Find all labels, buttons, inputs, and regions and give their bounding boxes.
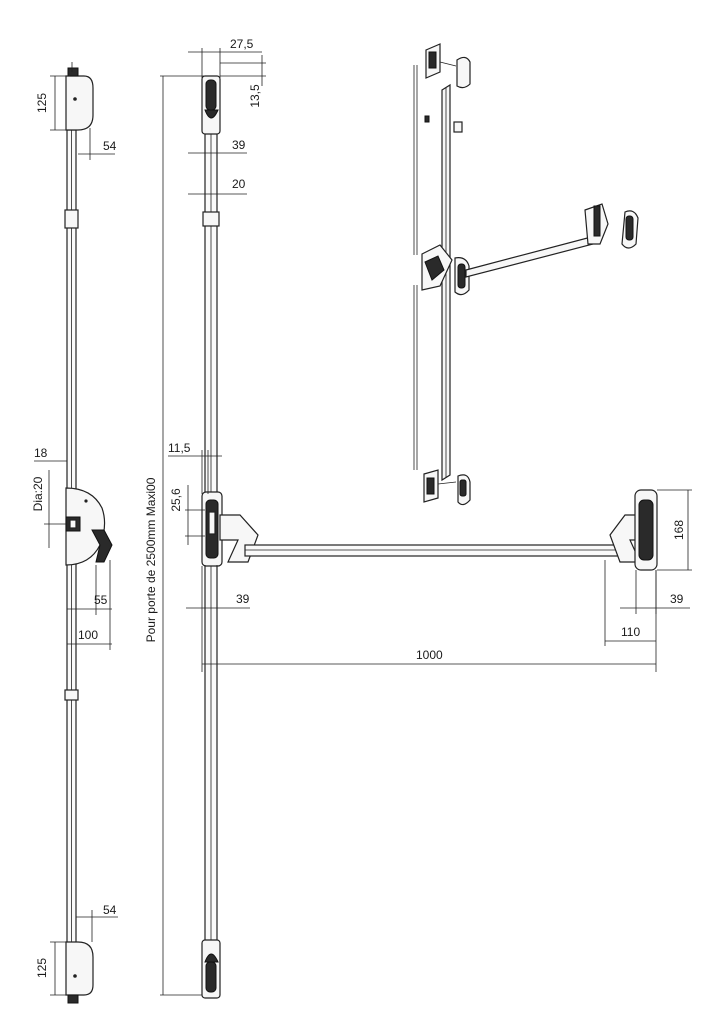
dim-center-width: 18 <box>34 446 48 460</box>
dim-side-rod-offset: 39 <box>232 138 246 152</box>
dim-center-dia: Dia:20 <box>31 476 45 511</box>
front-view: 125 54 18 Dia:20 55 100 54 125 <box>31 62 118 1004</box>
door-height-note: Pour porte de 2500mm Maxi00 <box>144 477 158 642</box>
front-top-lock <box>65 62 94 131</box>
dim-side-center-height: 25,6 <box>169 488 183 512</box>
dim-right-case-offset: 39 <box>670 592 684 606</box>
dim-rod-offset-top: 54 <box>103 139 117 153</box>
dim-handle-offset: 55 <box>94 593 108 607</box>
dim-bar-length: 1000 <box>416 648 443 662</box>
dim-center-to-rod: 100 <box>78 628 98 642</box>
dim-right-case-height: 168 <box>672 520 686 540</box>
front-bottom-lock <box>65 941 94 1004</box>
front-center-lock <box>65 487 113 566</box>
side-center-lock <box>201 491 223 567</box>
dim-rod-offset-bottom: 54 <box>103 903 117 917</box>
dim-side-rod-width: 20 <box>232 177 246 191</box>
dim-side-bottom-offset: 39 <box>236 592 250 606</box>
push-bar <box>219 489 658 571</box>
dim-bottom-lock-height: 125 <box>35 958 49 978</box>
side-view: Pour porte de 2500mm Maxi00 <box>144 37 692 999</box>
dim-side-center-width: 11,5 <box>168 441 191 455</box>
dim-side-top-depth: 13,5 <box>248 84 262 108</box>
exploded-view <box>413 43 639 506</box>
dim-top-lock-height: 125 <box>35 93 49 113</box>
dim-right-case-depth: 110 <box>621 625 640 639</box>
side-bottom-lock <box>201 939 221 999</box>
dim-side-top-width: 27,5 <box>230 37 254 51</box>
side-top-lock <box>201 75 221 135</box>
